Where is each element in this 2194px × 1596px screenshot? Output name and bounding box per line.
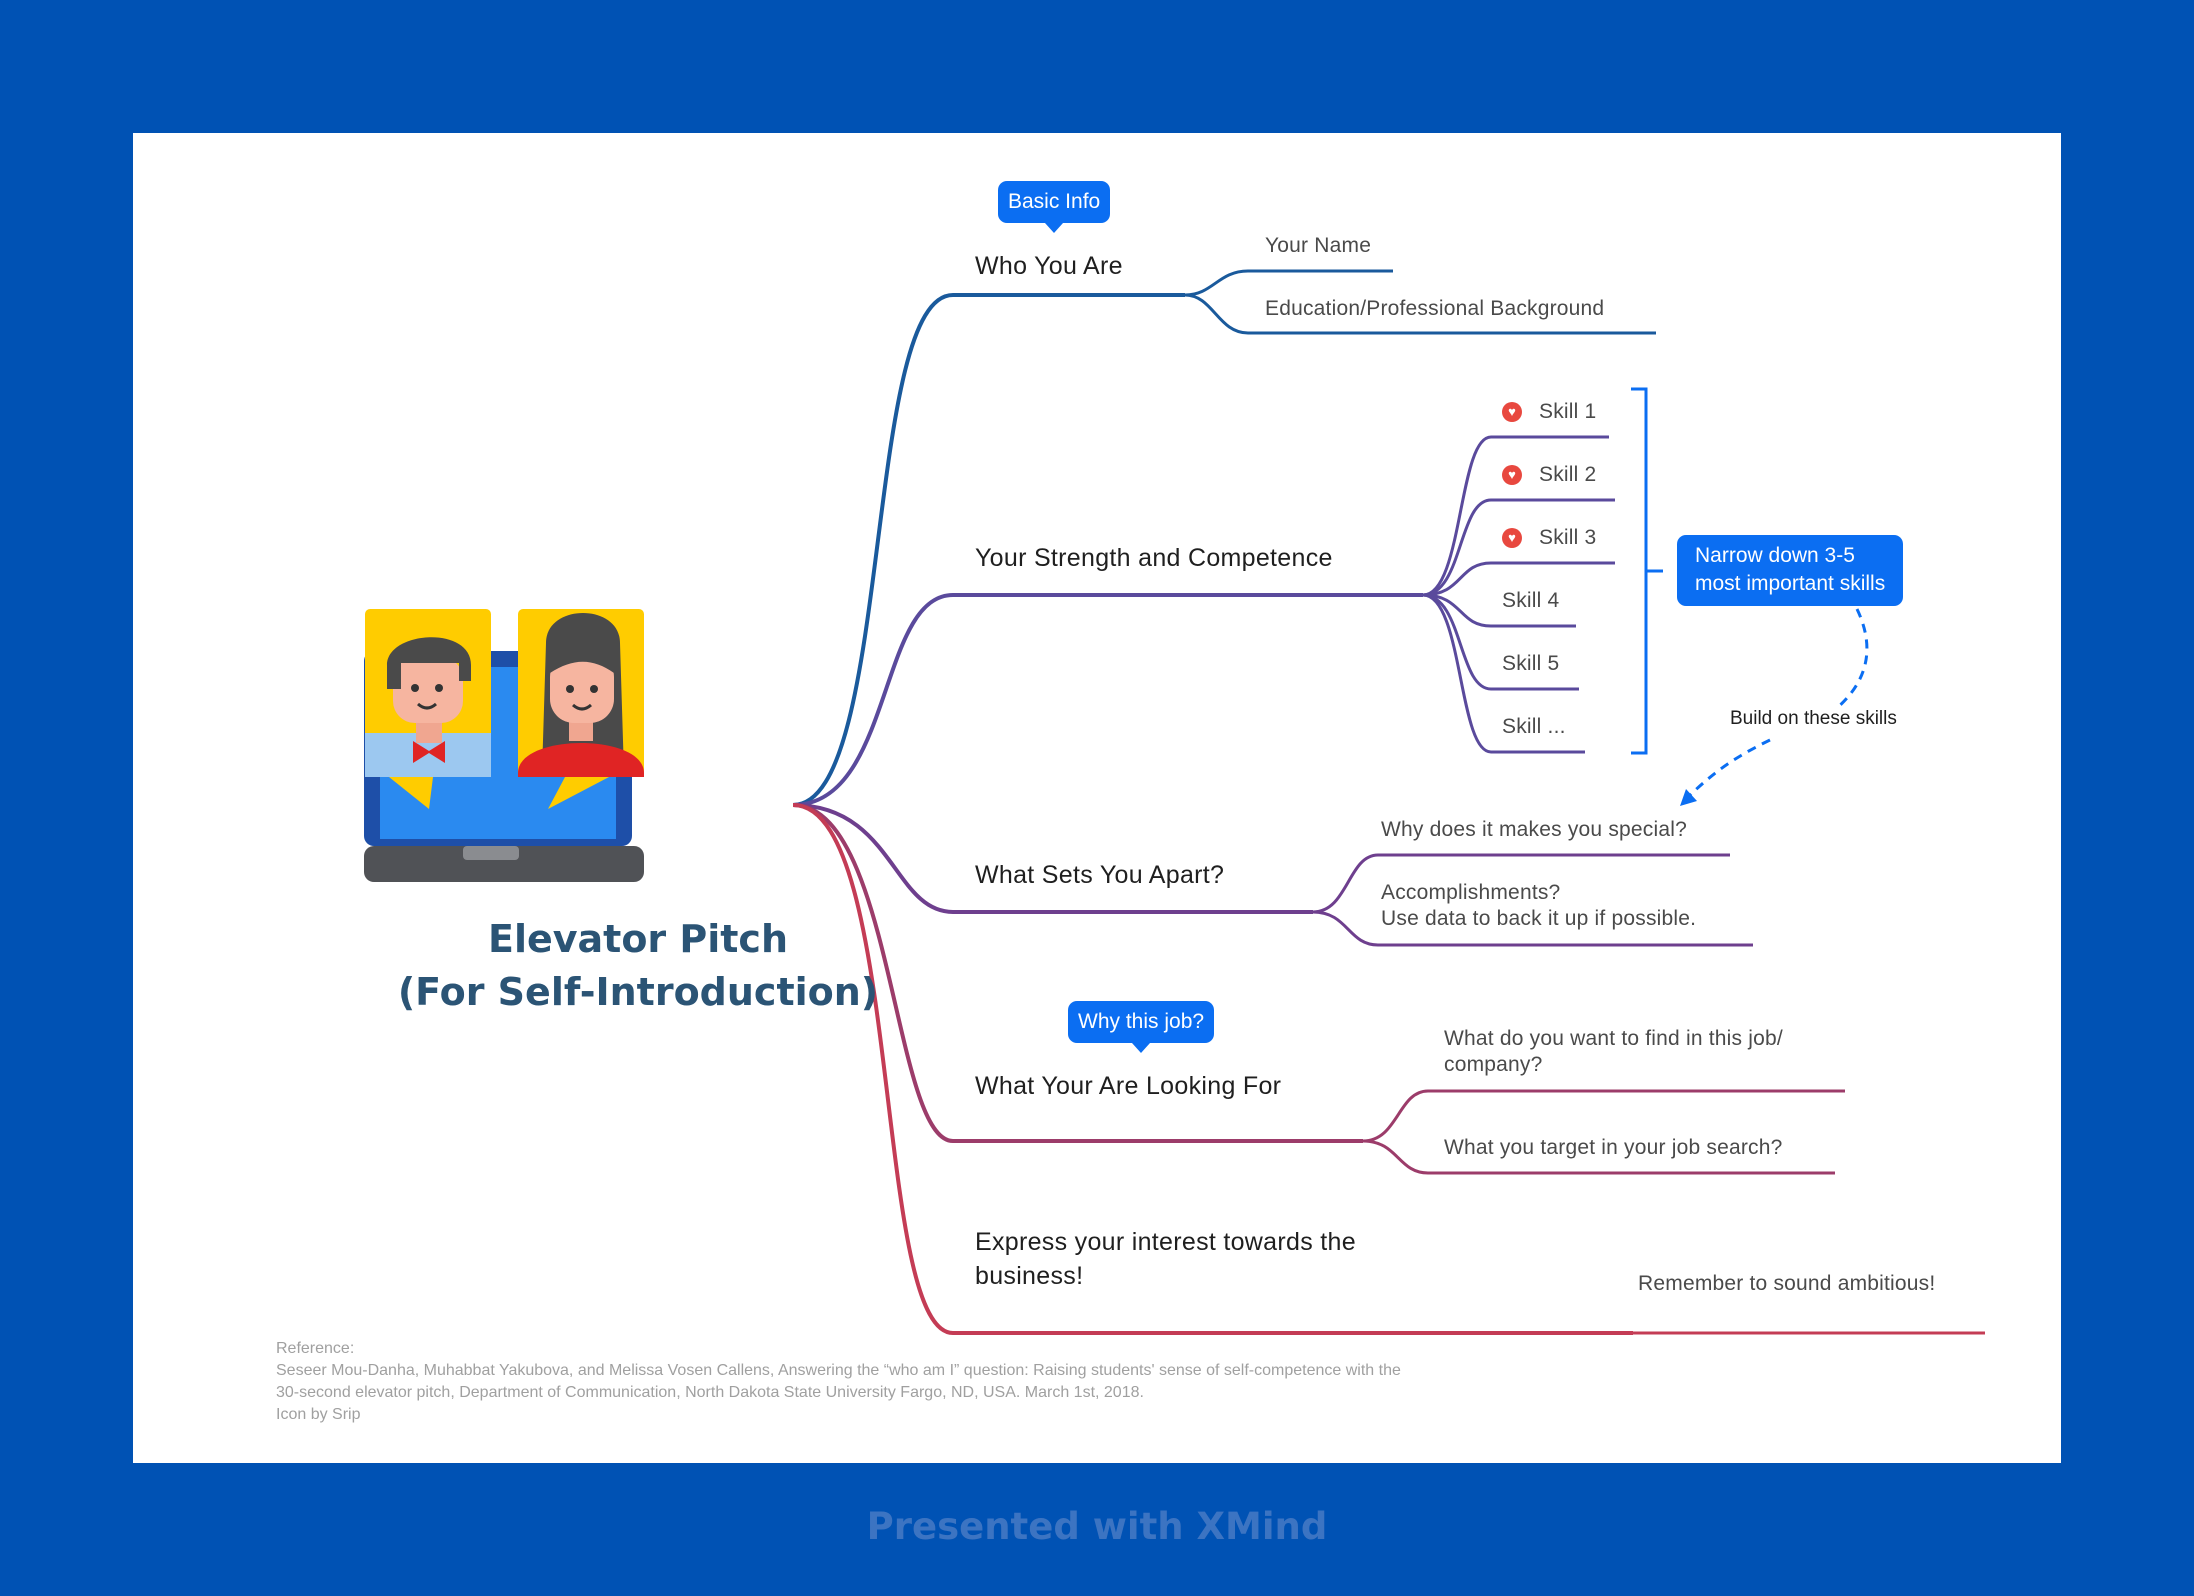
central-topic[interactable]: Elevator Pitch (For Self-Introduction) [313,913,963,1019]
topic-express-interest-line1: Express your interest towards the [975,1228,1356,1256]
summary-bracket [1631,387,1663,755]
subtopic-find-in-job-line2: company? [1444,1053,1543,1077]
reference-line3: Icon by Srip [276,1405,361,1423]
subtopic-your-name[interactable]: Your Name [1265,234,1372,257]
mindmap-connectors [364,269,1985,1335]
heart-icon: ♥ [1502,402,1522,422]
summary-narrow-down[interactable]: Narrow down 3-5 most important skills [1677,535,1904,606]
connector-skill-3 [1422,561,1615,597]
subtopic-skill-4[interactable]: Skill 4 [1502,589,1560,612]
connector-looking [792,803,1363,1143]
connector-looking-find [1362,1089,1845,1143]
topic-who-you-are[interactable]: Who You Are [975,252,1123,280]
subtopic-accomplishments-line2: Use data to back it up if possible. [1381,907,1697,931]
subtopic-education[interactable]: Education/Professional Background [1265,297,1605,320]
connector-who-edu [1184,293,1656,335]
relationship-arrowhead [1680,789,1697,806]
subtopic-skill-more[interactable]: Skill ... [1502,715,1566,738]
central-topic-line1: Elevator Pitch [487,917,789,961]
topic-express-interest[interactable]: Express your interest towards the busine… [975,1226,1356,1294]
subtopic-skill-1[interactable]: Skill 1 [1539,400,1597,423]
reference-line2: 30-second elevator pitch, Department of … [276,1383,1144,1401]
summary-line1: Narrow down 3-5 [1695,544,1855,567]
topic-strength[interactable]: Your Strength and Competence [975,544,1333,572]
subtopic-skill-5[interactable]: Skill 5 [1502,652,1560,675]
man-avatar-icon [365,609,491,809]
reference-note: Reference: Seseer Mou-Danha, Muhabbat Ya… [276,1338,1676,1426]
subtopic-accomplishments-line1: Accomplishments? [1381,881,1561,904]
connector-who [792,293,1185,807]
connector-apart [792,803,1313,914]
heart-icon: ♥ [1502,465,1522,485]
heart-icon: ♥ [1502,528,1522,548]
topic-what-sets-you-apart[interactable]: What Sets You Apart? [975,861,1225,889]
woman-avatar-icon [518,609,644,809]
connector-skill-1 [1422,435,1609,597]
subtopic-job-search-target[interactable]: What you target in your job search? [1444,1136,1783,1159]
summary-line2: most important skills [1695,572,1886,596]
callout-basic-info[interactable]: Basic Info [998,181,1111,234]
connector-skill-2 [1422,498,1615,597]
reference-heading: Reference: [276,1340,355,1357]
connector-strength [792,593,1423,807]
relationship-connector [1686,608,1869,799]
subtopic-special[interactable]: Why does it makes you special? [1381,818,1687,841]
connector-skill-4 [1422,593,1576,628]
connector-skill-more [1422,593,1585,754]
connector-interest [792,803,1633,1335]
central-topic-line2: (For Self-Introduction) [397,970,879,1015]
footer-presented-with: Presented with XMind [866,1505,1328,1548]
reference-line1: Seseer Mou-Danha, Muhabbat Yakubova, and… [276,1361,1401,1379]
subtopic-sound-ambitious[interactable]: Remember to sound ambitious! [1638,1272,1936,1295]
subtopic-find-in-job[interactable]: What do you want to find in this job/ co… [1444,1026,1783,1079]
callout-why-this-job[interactable]: Why this job? [1068,1001,1215,1054]
subtopic-skill-2[interactable]: Skill 2 [1539,463,1597,486]
subtopic-skill-3[interactable]: Skill 3 [1539,526,1597,549]
subtopic-find-in-job-line1: What do you want to find in this job/ [1444,1027,1783,1050]
mindmap-canvas: Elevator Pitch (For Self-Introduction) B… [133,133,2061,1463]
connector-apart-accomp [1312,910,1753,947]
topic-looking-for[interactable]: What Your Are Looking For [975,1072,1282,1100]
connector-who-name [1184,269,1393,297]
subtopic-accomplishments[interactable]: Accomplishments? Use data to back it up … [1381,880,1696,933]
topic-express-interest-line2: business! [975,1261,1084,1290]
relationship-label[interactable]: Build on these skills [1730,708,1897,729]
connector-skill-5 [1422,593,1579,691]
connector-looking-target [1362,1139,1835,1175]
connector-apart-special [1312,853,1730,914]
